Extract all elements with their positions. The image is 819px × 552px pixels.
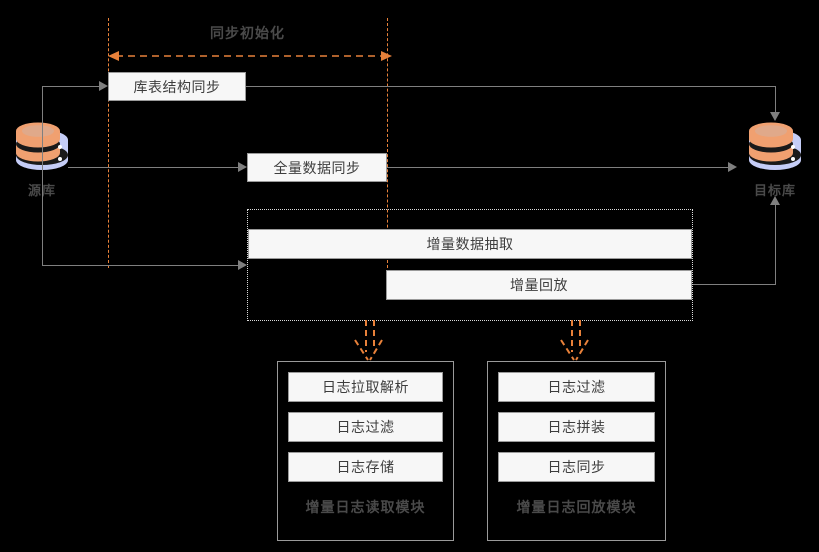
connector-incr-to-target-vertical <box>775 205 776 285</box>
connector-source-to-full-horizontal <box>68 167 241 168</box>
module-1-title: 增量日志读取模块 <box>305 499 426 515</box>
step-incremental-extract[interactable]: 增量数据抽取 <box>248 229 692 259</box>
target-database-label: 目标库 <box>753 183 796 198</box>
arrow-into-schema-sync <box>99 81 108 91</box>
incremental-stage-group <box>247 209 693 321</box>
module-1-item-1[interactable]: 日志过滤 <box>288 412 443 442</box>
arrow-into-target-top <box>770 112 780 121</box>
module-2-item-1[interactable]: 日志拼装 <box>498 412 655 442</box>
module-incremental-log-replay <box>487 361 666 541</box>
connector-schema-to-target-vertical <box>775 86 776 113</box>
step-full-data-sync[interactable]: 全量数据同步 <box>247 153 387 182</box>
step-incremental-replay[interactable]: 增量回放 <box>386 270 692 300</box>
phase-double-arrow <box>108 51 392 61</box>
module-2-item-0[interactable]: 日志过滤 <box>498 372 655 402</box>
arrow-into-full-sync <box>238 162 247 172</box>
connector-source-to-schema-horizontal <box>42 86 102 87</box>
phase-guide-left <box>108 18 109 268</box>
module-1-item-0[interactable]: 日志拉取解析 <box>288 372 443 402</box>
module-2-item-2[interactable]: 日志同步 <box>498 452 655 482</box>
arrow-into-target-bottom <box>770 196 780 205</box>
drilldown-arrow-read-module <box>354 320 383 361</box>
source-database-label: 源库 <box>27 183 56 198</box>
arrow-into-target-left <box>728 162 737 172</box>
drilldown-arrow-replay-module <box>560 320 589 361</box>
target-database-icon <box>745 122 805 174</box>
connector-full-to-target-horizontal <box>387 167 731 168</box>
module-incremental-log-read <box>277 361 454 541</box>
phase-label: 同步初始化 <box>210 25 285 41</box>
module-1-item-2[interactable]: 日志存储 <box>288 452 443 482</box>
step-schema-sync[interactable]: 库表结构同步 <box>108 72 246 101</box>
connector-schema-to-target-horizontal <box>246 86 775 87</box>
module-2-title: 增量日志回放模块 <box>516 499 637 515</box>
connector-source-to-schema-vertical <box>42 86 43 166</box>
connector-incr-to-target-horizontal <box>692 284 776 285</box>
arrow-into-incr-extract <box>238 260 247 270</box>
connector-source-to-incr-vertical <box>42 166 43 265</box>
phase-guide-right <box>387 18 388 268</box>
connector-source-to-incr-horizontal <box>42 265 242 266</box>
